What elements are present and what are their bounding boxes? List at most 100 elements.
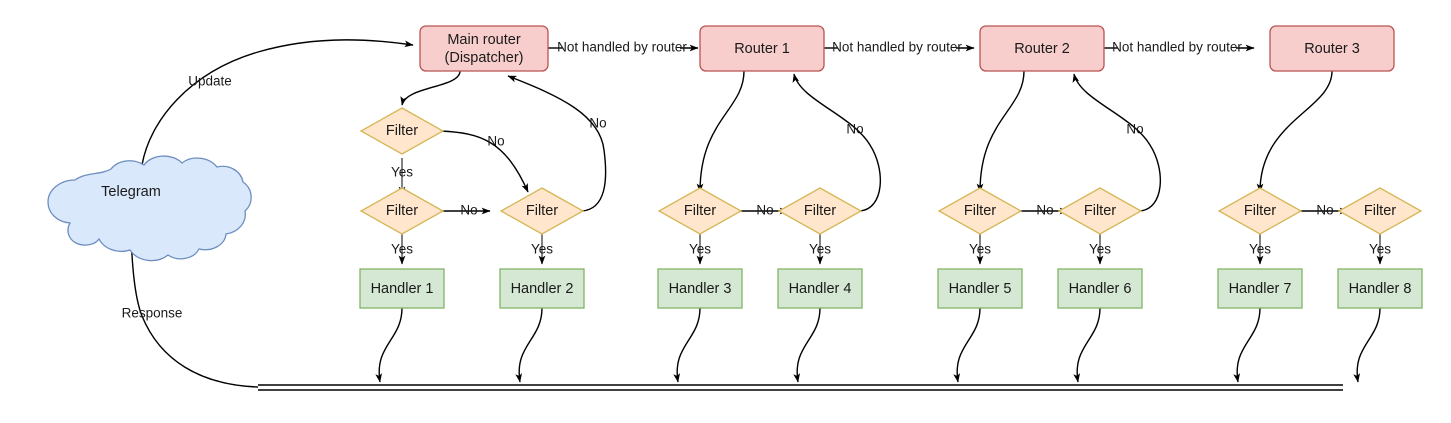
filter-5-label: Filter xyxy=(964,203,996,219)
cloud-label: Telegram xyxy=(101,184,161,200)
filter-node-3[interactable]: Filter xyxy=(657,187,743,235)
handler-node-6[interactable]: Handler 6 xyxy=(1057,268,1143,309)
filter-node-a[interactable]: Filter xyxy=(359,107,445,155)
handler-node-8[interactable]: Handler 8 xyxy=(1337,268,1423,309)
edge-label-no-filter-7: No xyxy=(1316,203,1333,218)
filter-5-diamond xyxy=(937,187,1023,235)
edge-handler-3-to-bus xyxy=(673,307,701,383)
edge-label-yes-filter-a: Yes xyxy=(391,165,413,180)
handler-node-7[interactable]: Handler 7 xyxy=(1217,268,1303,309)
filter-node-8[interactable]: Filter xyxy=(1337,187,1423,235)
router-node-1[interactable]: Router 1 xyxy=(699,25,825,72)
filter-node-4[interactable]: Filter xyxy=(777,187,863,235)
edge-handler-2-to-bus xyxy=(515,307,543,383)
router-main-box xyxy=(419,25,549,72)
cloud-shape xyxy=(47,155,252,262)
edge-label-yes-3: Yes xyxy=(689,242,711,257)
filter-4-label: Filter xyxy=(804,203,836,219)
edge-handler-5-to-bus xyxy=(953,307,981,383)
filter-7-label: Filter xyxy=(1244,203,1276,219)
filter-node-7[interactable]: Filter xyxy=(1217,187,1303,235)
edge-label-yes-4: Yes xyxy=(809,242,831,257)
edge-handler-6-to-bus xyxy=(1073,307,1101,383)
filter-a-label: Filter xyxy=(386,123,418,139)
telegram-cloud-node[interactable]: Telegram xyxy=(47,155,252,262)
handler-node-3[interactable]: Handler 3 xyxy=(657,268,743,309)
router-main-label-line1: Main router xyxy=(447,32,521,48)
handler-4-box xyxy=(777,268,863,309)
edge-handler-7-to-bus xyxy=(1233,307,1261,383)
edge-label-response: Response xyxy=(122,306,183,321)
edge-router3-to-filter-7 xyxy=(1256,70,1333,193)
handler-1-label: Handler 1 xyxy=(371,281,434,297)
filter-6-diamond xyxy=(1057,187,1143,235)
filter-1-diamond xyxy=(359,187,445,235)
edge-filter-a-no xyxy=(440,130,529,193)
handler-8-box xyxy=(1337,268,1423,309)
edge-label-no-filter-1: No xyxy=(460,203,477,218)
router-node-main[interactable]: Main router (Dispatcher) xyxy=(419,25,549,72)
handler-node-5[interactable]: Handler 5 xyxy=(937,268,1023,309)
router-main-label-line2: (Dispatcher) xyxy=(445,50,524,66)
router-2-box xyxy=(979,25,1105,72)
filter-node-6[interactable]: Filter xyxy=(1057,187,1143,235)
handler-1-box xyxy=(359,268,445,309)
handler-node-1[interactable]: Handler 1 xyxy=(359,268,445,309)
router-node-2[interactable]: Router 2 xyxy=(979,25,1105,72)
edge-router1-to-filter-3 xyxy=(696,70,745,193)
handler-8-label: Handler 8 xyxy=(1349,281,1412,297)
handler-2-box xyxy=(499,268,585,309)
edge-label-yes-7: Yes xyxy=(1249,242,1271,257)
edge-label-yes-5: Yes xyxy=(969,242,991,257)
handler-3-label: Handler 3 xyxy=(669,281,732,297)
handler-7-label: Handler 7 xyxy=(1229,281,1292,297)
edge-label-no-filter-6: No xyxy=(1126,122,1143,137)
edge-label-no-filter-3: No xyxy=(756,203,773,218)
filter-4-diamond xyxy=(777,187,863,235)
handler-node-2[interactable]: Handler 2 xyxy=(499,268,585,309)
edge-response xyxy=(127,235,259,388)
router-node-3[interactable]: Router 3 xyxy=(1269,25,1395,72)
handler-7-box xyxy=(1217,268,1303,309)
edge-label-not-handled-1: Not handled by router xyxy=(557,40,687,55)
edge-router2-to-filter-5 xyxy=(976,70,1025,193)
handler-6-label: Handler 6 xyxy=(1069,281,1132,297)
handler-node-4[interactable]: Handler 4 xyxy=(777,268,863,309)
edge-handler-8-to-bus xyxy=(1353,307,1381,383)
router-3-box xyxy=(1269,25,1395,72)
filter-6-label: Filter xyxy=(1084,203,1116,219)
edge-label-no-filter-2: No xyxy=(589,116,606,131)
router-2-label: Router 2 xyxy=(1014,41,1070,57)
edge-label-yes-2: Yes xyxy=(531,242,553,257)
filter-a-diamond xyxy=(359,107,445,155)
handler-2-label: Handler 2 xyxy=(511,281,574,297)
edge-label-no-filter-5: No xyxy=(1036,203,1053,218)
handler-4-label: Handler 4 xyxy=(789,281,852,297)
router-3-label: Router 3 xyxy=(1304,41,1360,57)
filter-2-diamond xyxy=(499,187,585,235)
edge-label-yes-6: Yes xyxy=(1089,242,1111,257)
edge-filter-4-no xyxy=(792,73,882,212)
filter-node-1[interactable]: Filter xyxy=(359,187,445,235)
handler-6-box xyxy=(1057,268,1143,309)
filter-node-2[interactable]: Filter xyxy=(499,187,585,235)
handler-3-box xyxy=(657,268,743,309)
router-1-label: Router 1 xyxy=(734,41,790,57)
edge-filter-6-no xyxy=(1072,73,1162,212)
edge-label-update: Update xyxy=(188,74,232,89)
filter-7-diamond xyxy=(1217,187,1303,235)
edge-mainrouter-to-filter-a xyxy=(400,70,461,106)
edge-update xyxy=(141,39,414,166)
edge-label-yes-8: Yes xyxy=(1369,242,1391,257)
edge-label-yes-1: Yes xyxy=(391,242,413,257)
edge-handler-1-to-bus xyxy=(375,307,403,383)
edge-handler-4-to-bus xyxy=(793,307,821,383)
edge-label-no-filter-4: No xyxy=(846,122,863,137)
handler-5-box xyxy=(937,268,1023,309)
filter-2-label: Filter xyxy=(526,203,558,219)
handler-5-label: Handler 5 xyxy=(949,281,1012,297)
filter-node-5[interactable]: Filter xyxy=(937,187,1023,235)
edge-filter-2-no xyxy=(507,75,607,212)
